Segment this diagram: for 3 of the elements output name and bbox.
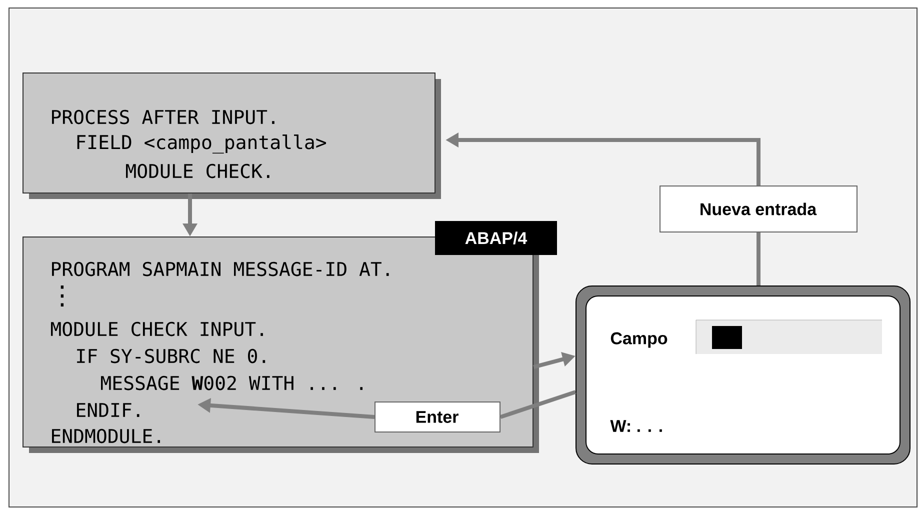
- label-box: Nueva entrada: [660, 186, 858, 232]
- screen-text: Campo: [610, 332, 668, 348]
- screen-text: W: . . .: [610, 420, 662, 432]
